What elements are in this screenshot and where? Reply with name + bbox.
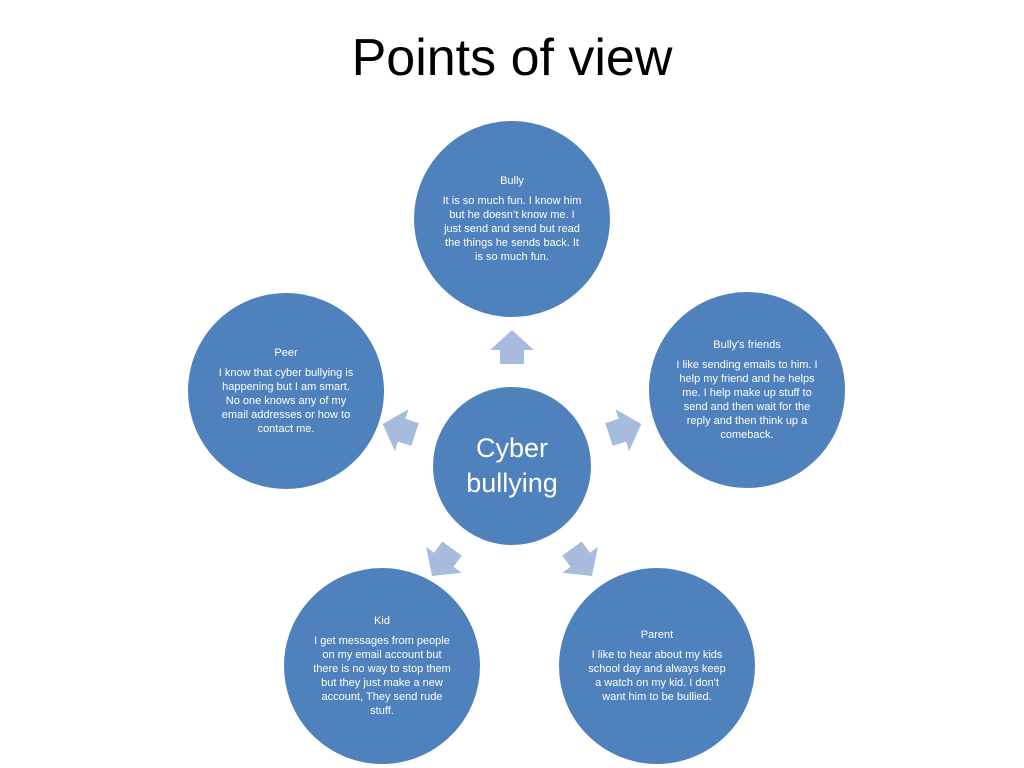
node-parent: Parent I like to hear about my kids scho…: [557, 566, 757, 766]
arrow-to-parent: [562, 541, 598, 576]
node-name: Parent: [640, 629, 674, 641]
center-label: Cyber bullying: [466, 433, 558, 498]
arrow-to-bully: [490, 330, 534, 364]
node-bullys-friends: Bully's friends I like sending emails to…: [647, 290, 847, 490]
node-bully: Bully It is so much fun. I know him but …: [412, 119, 612, 319]
node-text: I like to hear about my kids school day …: [588, 649, 726, 703]
node-name: Bully's friends: [713, 339, 781, 351]
center-cyber-bullying: Cyber bullying: [431, 385, 593, 547]
node-text: It is so much fun. I know him but he doe…: [442, 195, 582, 263]
node-kid: Kid I get messages from people on my ema…: [282, 566, 482, 766]
node-name: Bully: [500, 175, 524, 187]
node-text: I know that cyber bullying is happening …: [218, 367, 354, 435]
arrow-to-peer: [382, 409, 419, 452]
node-text: I get messages from people on my email a…: [313, 635, 451, 717]
arrow-to-bullys-friends: [605, 409, 642, 452]
node-name: Kid: [374, 615, 390, 627]
page-title: Points of view: [351, 29, 673, 87]
arrow-to-kid: [426, 541, 462, 576]
node-text: I like sending emails to him. I help my …: [676, 359, 818, 441]
node-name: Peer: [274, 347, 298, 359]
node-peer: Peer I know that cyber bullying is happe…: [186, 291, 386, 491]
